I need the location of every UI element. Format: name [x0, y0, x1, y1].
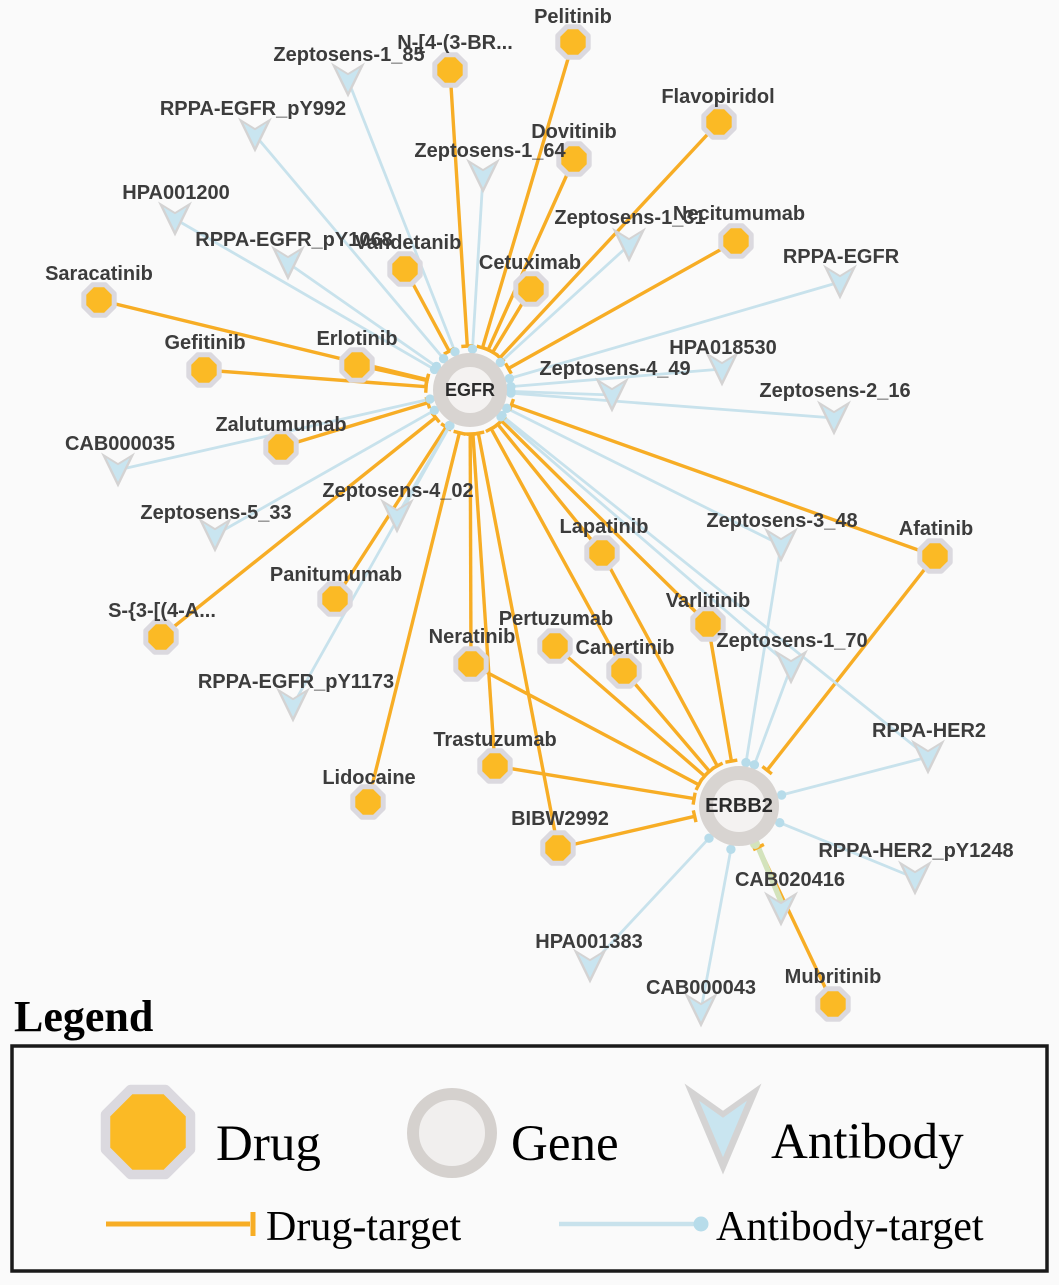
svg-text:Antibody-target: Antibody-target [716, 1204, 984, 1250]
svg-text:Legend: Legend [14, 992, 153, 1041]
svg-text:Drug-target: Drug-target [266, 1204, 461, 1250]
svg-text:Zeptosens-4_02: Zeptosens-4_02 [322, 480, 473, 502]
svg-text:Cetuximab: Cetuximab [479, 252, 581, 274]
svg-text:RPPA-EGFR: RPPA-EGFR [783, 246, 900, 268]
svg-text:Zeptosens-4_49: Zeptosens-4_49 [539, 358, 690, 380]
svg-text:Panitumumab: Panitumumab [270, 564, 402, 586]
svg-text:Afatinib: Afatinib [899, 518, 973, 540]
svg-text:Zeptosens-1_31: Zeptosens-1_31 [554, 207, 705, 229]
svg-text:Zeptosens-1_70: Zeptosens-1_70 [716, 630, 867, 652]
svg-text:S-{3-[(4-A...: S-{3-[(4-A... [108, 600, 216, 622]
svg-text:Zeptosens-3_48: Zeptosens-3_48 [706, 510, 857, 532]
svg-text:RPPA-HER2_pY1248: RPPA-HER2_pY1248 [818, 840, 1013, 862]
svg-text:Zeptosens-5_33: Zeptosens-5_33 [140, 502, 291, 524]
svg-text:N-[4-(3-BR...: N-[4-(3-BR... [397, 32, 513, 54]
svg-text:Necitumumab: Necitumumab [673, 203, 805, 225]
svg-text:Antibody: Antibody [771, 1114, 964, 1170]
svg-text:RPPA-EGFR_pY1173: RPPA-EGFR_pY1173 [198, 671, 394, 693]
svg-text:Canertinib: Canertinib [576, 637, 675, 659]
svg-text:ERBB2: ERBB2 [705, 795, 773, 817]
svg-text:Varlitinib: Varlitinib [666, 590, 750, 612]
svg-text:Zeptosens-2_16: Zeptosens-2_16 [759, 380, 910, 402]
svg-text:RPPA-HER2: RPPA-HER2 [872, 720, 986, 742]
svg-text:EGFR: EGFR [445, 380, 495, 400]
svg-text:Lidocaine: Lidocaine [322, 767, 415, 789]
svg-text:Gefitinib: Gefitinib [164, 332, 245, 354]
svg-text:Gene: Gene [511, 1116, 619, 1172]
svg-text:Pelitinib: Pelitinib [534, 6, 612, 28]
svg-text:CAB020416: CAB020416 [735, 869, 845, 891]
svg-text:Saracatinib: Saracatinib [45, 263, 153, 285]
svg-text:RPPA-EGFR_pY992: RPPA-EGFR_pY992 [160, 98, 346, 120]
svg-text:Drug: Drug [216, 1116, 321, 1172]
svg-text:Erlotinib: Erlotinib [316, 328, 397, 350]
svg-text:Pertuzumab: Pertuzumab [499, 608, 613, 630]
svg-text:Flavopiridol: Flavopiridol [661, 86, 774, 108]
svg-text:CAB000043: CAB000043 [646, 977, 756, 999]
svg-text:RPPA-EGFR_pY1068: RPPA-EGFR_pY1068 [195, 229, 392, 251]
svg-text:Zalutumumab: Zalutumumab [215, 414, 346, 436]
svg-text:Zeptosens-1_64: Zeptosens-1_64 [414, 140, 566, 162]
svg-text:HPA001200: HPA001200 [122, 182, 229, 204]
svg-text:CAB000035: CAB000035 [65, 433, 175, 455]
svg-text:Trastuzumab: Trastuzumab [433, 729, 556, 751]
svg-text:HPA018530: HPA018530 [669, 337, 776, 359]
svg-text:Neratinib: Neratinib [429, 626, 516, 648]
svg-text:BIBW2992: BIBW2992 [511, 808, 609, 830]
svg-text:HPA001383: HPA001383 [535, 931, 642, 953]
svg-text:Lapatinib: Lapatinib [560, 516, 649, 538]
svg-text:Dovitinib: Dovitinib [531, 121, 617, 143]
svg-text:Mubritinib: Mubritinib [785, 966, 882, 988]
svg-text:Vandetanib: Vandetanib [355, 232, 462, 254]
svg-text:Zeptosens-1_85: Zeptosens-1_85 [273, 44, 424, 66]
